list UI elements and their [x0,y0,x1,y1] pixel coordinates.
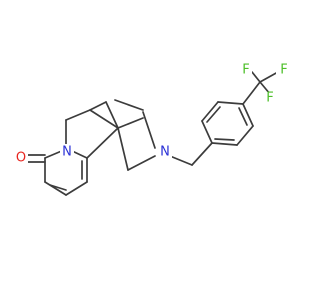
bond-ch-ring [86,127,119,159]
bond-ch-ch-right [89,109,119,129]
atom-n1: N [62,145,72,160]
bond-lower-ch2-ch [117,127,129,171]
bond-ar-1 [201,120,213,144]
bond-ar-4-inner [238,107,248,126]
mask-n1 [60,144,74,160]
molecule-svg: O N N F F F [14,63,288,196]
bond-ar-6 [211,142,238,146]
bond-n2-ch2-lower [127,155,156,171]
atom-f2: F [280,63,287,78]
mask-f3 [264,92,276,106]
bond-ar-6-inner [214,138,235,141]
bond-ar-cf3 [242,81,261,105]
bond-c-c-2 [44,181,67,196]
atom-layer: O N N F F F [14,63,288,166]
bond-ch-ch2-bridge [89,101,107,111]
bond-c-c-2-inner [49,184,67,191]
bond-ch2-ar [191,142,213,166]
bond-c-f2 [259,71,279,83]
bond-ch2-n2 [142,111,156,149]
bond-ar-5 [236,125,254,146]
bond-ar-2-inner [206,106,221,123]
structure-diagram: O N N F F F [14,63,288,196]
bond-layer [27,71,279,196]
atom-o: O [16,151,26,166]
atom-f3: F [266,91,273,106]
bond-ar-4 [242,103,254,127]
atom-n2: N [160,145,170,160]
bond-ar-3 [217,101,244,105]
bond-right-ch2-ch [114,99,144,111]
mask-o [14,150,28,166]
bond-ch-ch2-right [117,117,144,129]
bond-ar-2 [201,101,219,122]
mask-f2 [276,64,288,78]
bond-ch2-ch [65,109,91,121]
bond-c-f1 [251,71,261,83]
bond-bridge-down [105,101,119,129]
mask-n2 [158,144,172,160]
atom-f1: F [242,63,249,78]
mask-f1 [240,64,252,78]
bond-c-c-3 [65,181,88,196]
